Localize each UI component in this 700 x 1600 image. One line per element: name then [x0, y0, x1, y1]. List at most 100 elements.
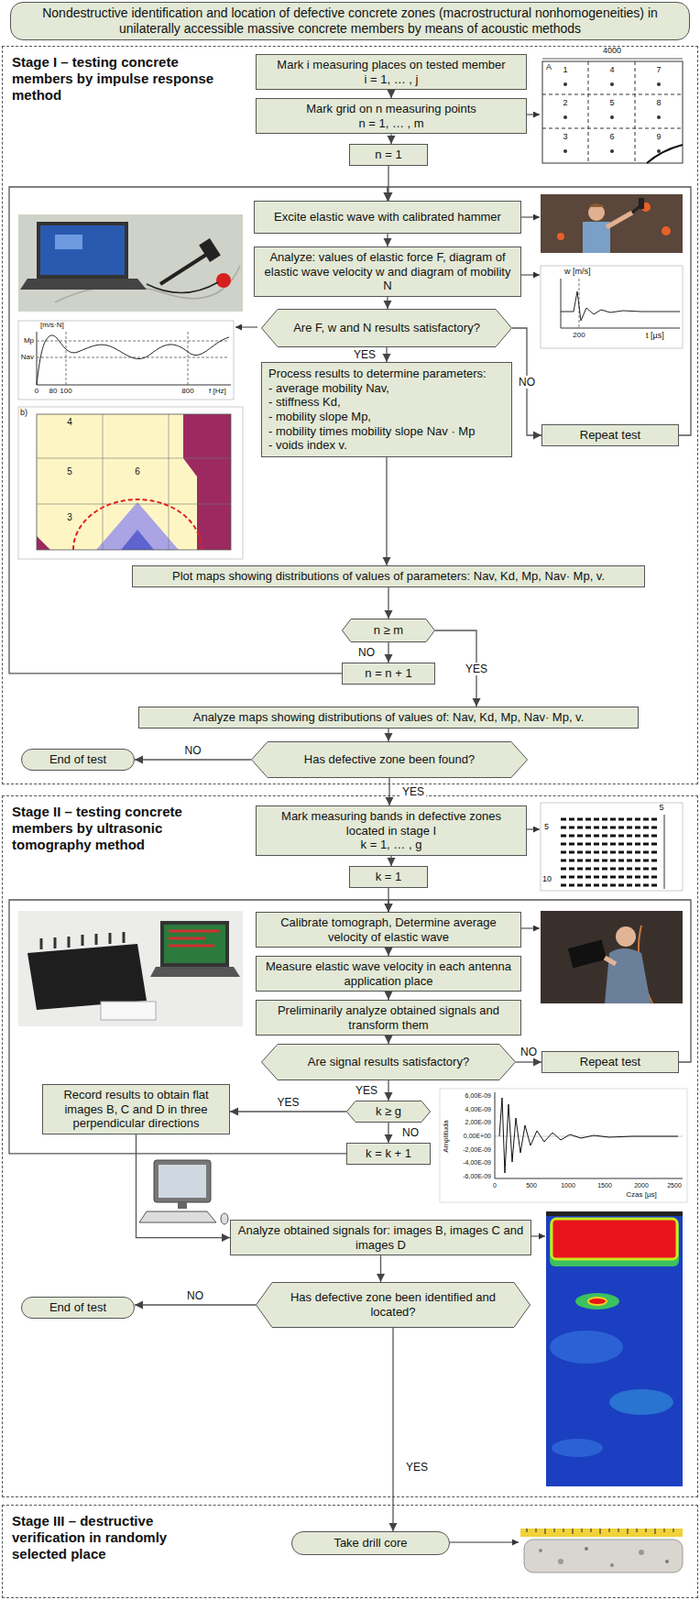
- tomography-image: [546, 1211, 683, 1487]
- branch-label: YES: [353, 1083, 380, 1097]
- hammer-photo: [540, 194, 683, 253]
- node-text: - mobility times mobility slope Nav · Mp: [268, 424, 505, 439]
- branch-label: YES: [404, 1460, 430, 1474]
- hexagon-outline: [256, 1282, 531, 1328]
- velocity-chart: [560, 278, 562, 329]
- equipment-photo: [198, 238, 221, 263]
- band-grid-sketch: [560, 819, 658, 886]
- drawing-label: Czas [µs]: [625, 1191, 657, 1199]
- drawing-label: 1: [562, 65, 568, 75]
- leader-arrow: [235, 114, 546, 1543]
- drawing-label: 0: [492, 1181, 497, 1189]
- hammer-photo: [661, 226, 671, 236]
- computer-icon: [139, 1159, 229, 1225]
- operator-photo: [568, 939, 607, 968]
- parameter-map: [18, 406, 243, 559]
- hammer-photo: [540, 194, 683, 253]
- drill-core-photo: [520, 1528, 683, 1537]
- hexagon-outline: [262, 309, 513, 348]
- node-text: Mark i measuring places on tested member: [262, 57, 520, 73]
- computer-icon: [220, 1213, 229, 1225]
- node-text: Analyze maps showing distributions of va…: [145, 710, 632, 725]
- tomography-image: [609, 1389, 674, 1415]
- operator-photo: [615, 926, 636, 947]
- tomograph-photo: [168, 930, 219, 946]
- grid-sketch: [610, 115, 614, 120]
- drawing-label: 4,00E-09: [465, 1105, 492, 1113]
- drawing-label: w [m/s]: [564, 267, 591, 276]
- flow-arrow: [387, 1122, 389, 1143]
- drill-core-photo: [524, 1539, 683, 1573]
- node-text: Repeat test: [548, 427, 672, 443]
- parameter-map: [102, 414, 104, 550]
- flow-arrow: [387, 587, 389, 619]
- equipment-photo: [18, 214, 243, 312]
- flow-arrow: [386, 233, 388, 247]
- equipment-photo: [216, 273, 231, 288]
- drawing-label: 4: [609, 65, 614, 75]
- drill-core-photo: [557, 1558, 564, 1565]
- grid-sketch: [610, 149, 614, 154]
- drawing-label: 2: [562, 98, 568, 108]
- equipment-photo: [146, 282, 219, 294]
- process-box: Preliminarily analyze obtained signals a…: [255, 999, 522, 1036]
- terminator-box: End of test: [21, 1296, 135, 1319]
- branch-label: NO: [185, 1289, 206, 1302]
- grid-sketch: [563, 82, 568, 87]
- signal-chart: [439, 1088, 688, 1203]
- velocity-chart: [560, 328, 680, 329]
- node-text: Repeat test: [548, 1054, 672, 1070]
- drawing-label: 3: [562, 132, 568, 142]
- drawing-label: 5: [544, 822, 549, 832]
- leader-arrow: [449, 1542, 519, 1543]
- drawing-label: 5: [66, 467, 73, 477]
- node-text: - stiffness Kd,: [268, 394, 505, 410]
- drawing-label: 0: [34, 387, 39, 395]
- leader-arrow: [526, 114, 540, 116]
- grid-sketch: [542, 58, 683, 164]
- mobility-chart: [18, 320, 234, 400]
- drawing-label: 4000: [602, 46, 622, 55]
- process-box: k = k + 1: [346, 1142, 431, 1165]
- hammer-photo: [606, 212, 633, 228]
- tomograph-photo: [18, 910, 243, 1027]
- drawing-label: -4,00E-09: [462, 1159, 492, 1166]
- node-text: n = 1: [356, 147, 421, 163]
- signal-chart: [499, 1097, 679, 1173]
- equipment-photo: [36, 221, 129, 279]
- drawing-label: A: [546, 63, 552, 72]
- flow-arrow: [387, 991, 389, 1000]
- parameter-map: [36, 535, 51, 550]
- tomography-image: [546, 1211, 683, 1216]
- node-text: Has defective zone been found?: [273, 752, 506, 767]
- flow-arrow: [387, 1035, 389, 1044]
- leader-arrow: [526, 829, 540, 831]
- grid-sketch: [563, 149, 568, 154]
- velocity-chart: [540, 265, 683, 349]
- flow-arrow: [385, 457, 387, 566]
- tomography-image: [575, 1292, 620, 1310]
- node-text: End of test: [28, 1300, 128, 1315]
- process-box: Mark grid on n measuring pointsn = 1, … …: [255, 98, 527, 134]
- hexagon-outline: [342, 619, 436, 643]
- node-text: Plot maps showing distributions of value…: [139, 568, 638, 584]
- drill-core-photo: [665, 1559, 669, 1564]
- computer-icon: [177, 1202, 187, 1209]
- grid-sketch: [634, 61, 636, 164]
- parameter-map: [36, 503, 231, 505]
- drawing-label: 3: [66, 513, 73, 523]
- decision-hexagon: Has defective zone been identified and l…: [255, 1281, 531, 1328]
- drawing-label: 100: [59, 387, 72, 395]
- hexagon-outline: [347, 1101, 431, 1123]
- drawing-label: t [µs]: [645, 331, 665, 340]
- process-box: Analyze maps showing distributions of va…: [138, 706, 639, 729]
- leader-arrow: [531, 1235, 546, 1237]
- parameter-map: [168, 414, 170, 550]
- computer-icon: [139, 1211, 217, 1223]
- leader-arrow: [235, 327, 258, 329]
- drawing-label: 6: [609, 132, 614, 142]
- operator-photo: [540, 910, 683, 1004]
- tomography-image: [549, 1330, 624, 1364]
- grid-sketch: [588, 61, 590, 164]
- node-text: End of test: [28, 752, 128, 767]
